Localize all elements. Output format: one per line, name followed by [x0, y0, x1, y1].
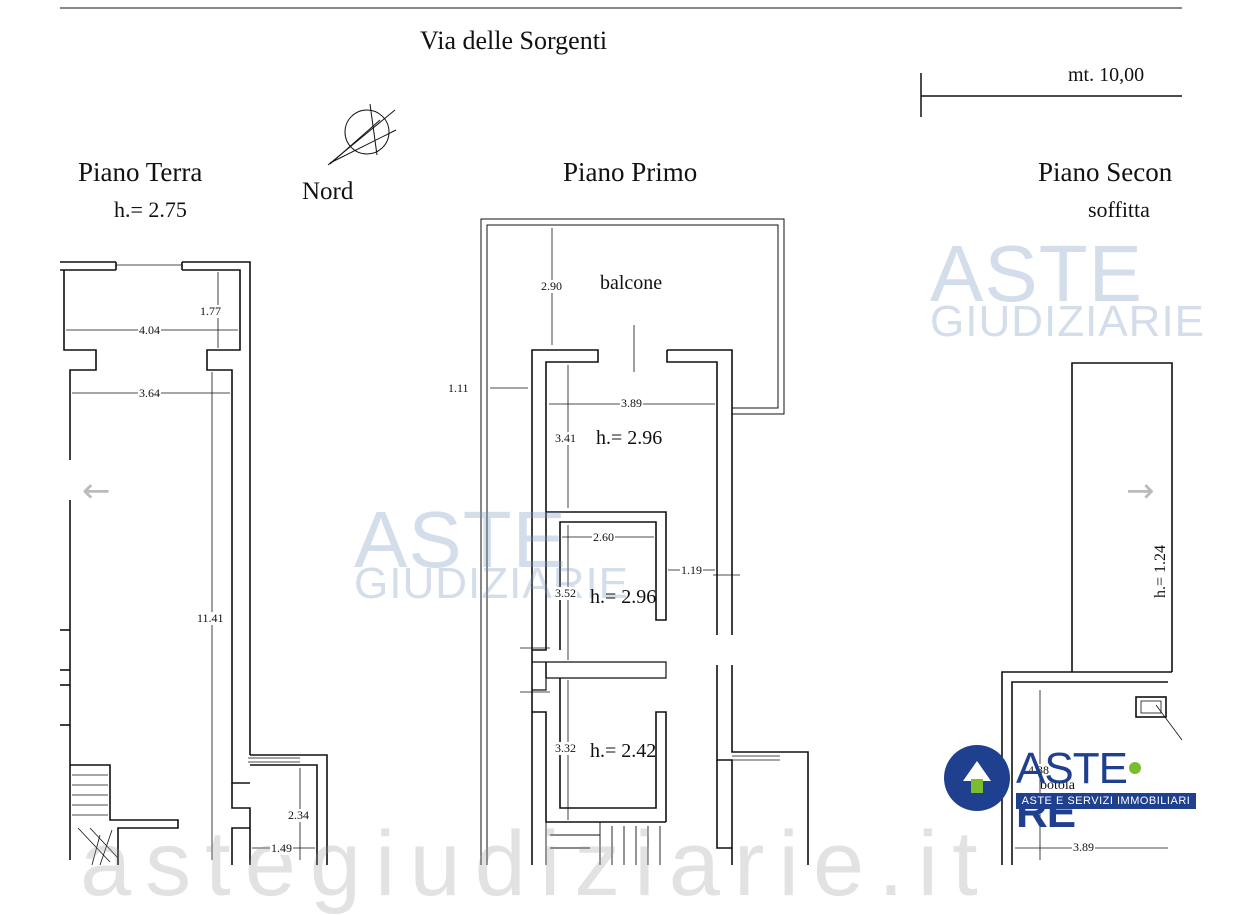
height-primo-2: h.= 2.96 [590, 586, 657, 608]
dim-primo-3-41: 3.41 [554, 431, 577, 445]
floor-plan-viewer: ASTE GIUDIZIARIE ASTE GIUDIZIARIE astegi… [60, 7, 1204, 910]
scale-bar [920, 73, 1182, 117]
dim-primo-1-11: 1.11 [447, 381, 470, 395]
logo-dot [1128, 762, 1141, 775]
room-label-botola: botola [1040, 778, 1075, 793]
plan-piano-terra [60, 261, 328, 866]
dim-secondo-3-89: 3.89 [1072, 840, 1095, 854]
dim-terra-11-41: 11.41 [196, 611, 225, 625]
dim-primo-2-90: 2.90 [540, 279, 563, 293]
prev-image-button[interactable]: ← [82, 471, 111, 511]
floor-title-primo: Piano Primo [563, 157, 698, 187]
dim-secondo-4-38: 4.38 [1027, 763, 1050, 777]
logo-circle [944, 745, 1010, 811]
north-label: Nord [302, 178, 354, 205]
watermark-bottom-url: astegiudiziarie.it [80, 813, 992, 915]
dim-primo-3-32: 3.32 [554, 741, 577, 755]
floor-subtitle-secondo: soffitta [1088, 197, 1150, 222]
dim-terra-4-04: 4.04 [138, 323, 161, 337]
logo-wordmark: ASTERE [1016, 747, 1200, 835]
aste-re-logo: ASTERE ASTE E SERVIZI IMMOBILIARI [944, 745, 1200, 835]
scale-label: mt. 10,00 [1068, 64, 1145, 86]
dim-terra-3-64: 3.64 [138, 386, 161, 400]
house-icon [963, 761, 991, 793]
dim-primo-2-60: 2.60 [592, 530, 615, 544]
dim-primo-3-52: 3.52 [554, 586, 577, 600]
floor-title-terra: Piano Terra [78, 157, 203, 187]
dim-terra-1-49: 1.49 [270, 841, 293, 855]
plan-piano-primo [480, 218, 809, 865]
street-name: Via delle Sorgenti [420, 26, 608, 55]
north-arrow-icon [327, 103, 397, 166]
room-label-balcone: balcone [600, 272, 663, 294]
dim-primo-3-89: 3.89 [620, 396, 643, 410]
logo-tagline: ASTE E SERVIZI IMMOBILIARI [1016, 793, 1196, 809]
height-secondo: h.= 1.24 [1152, 544, 1169, 598]
dim-terra-1-77: 1.77 [199, 304, 222, 318]
next-image-button[interactable]: → [1126, 471, 1155, 511]
dim-primo-1-19: 1.19 [680, 563, 703, 577]
logo-text-left: ASTE [1016, 744, 1128, 793]
height-primo-3: h.= 2.42 [590, 740, 657, 762]
floor-height-terra: h.= 2.75 [114, 197, 187, 222]
height-primo-1: h.= 2.96 [596, 427, 663, 449]
dim-terra-2-34: 2.34 [287, 808, 310, 822]
floor-title-secondo: Piano Secon [1038, 157, 1173, 187]
